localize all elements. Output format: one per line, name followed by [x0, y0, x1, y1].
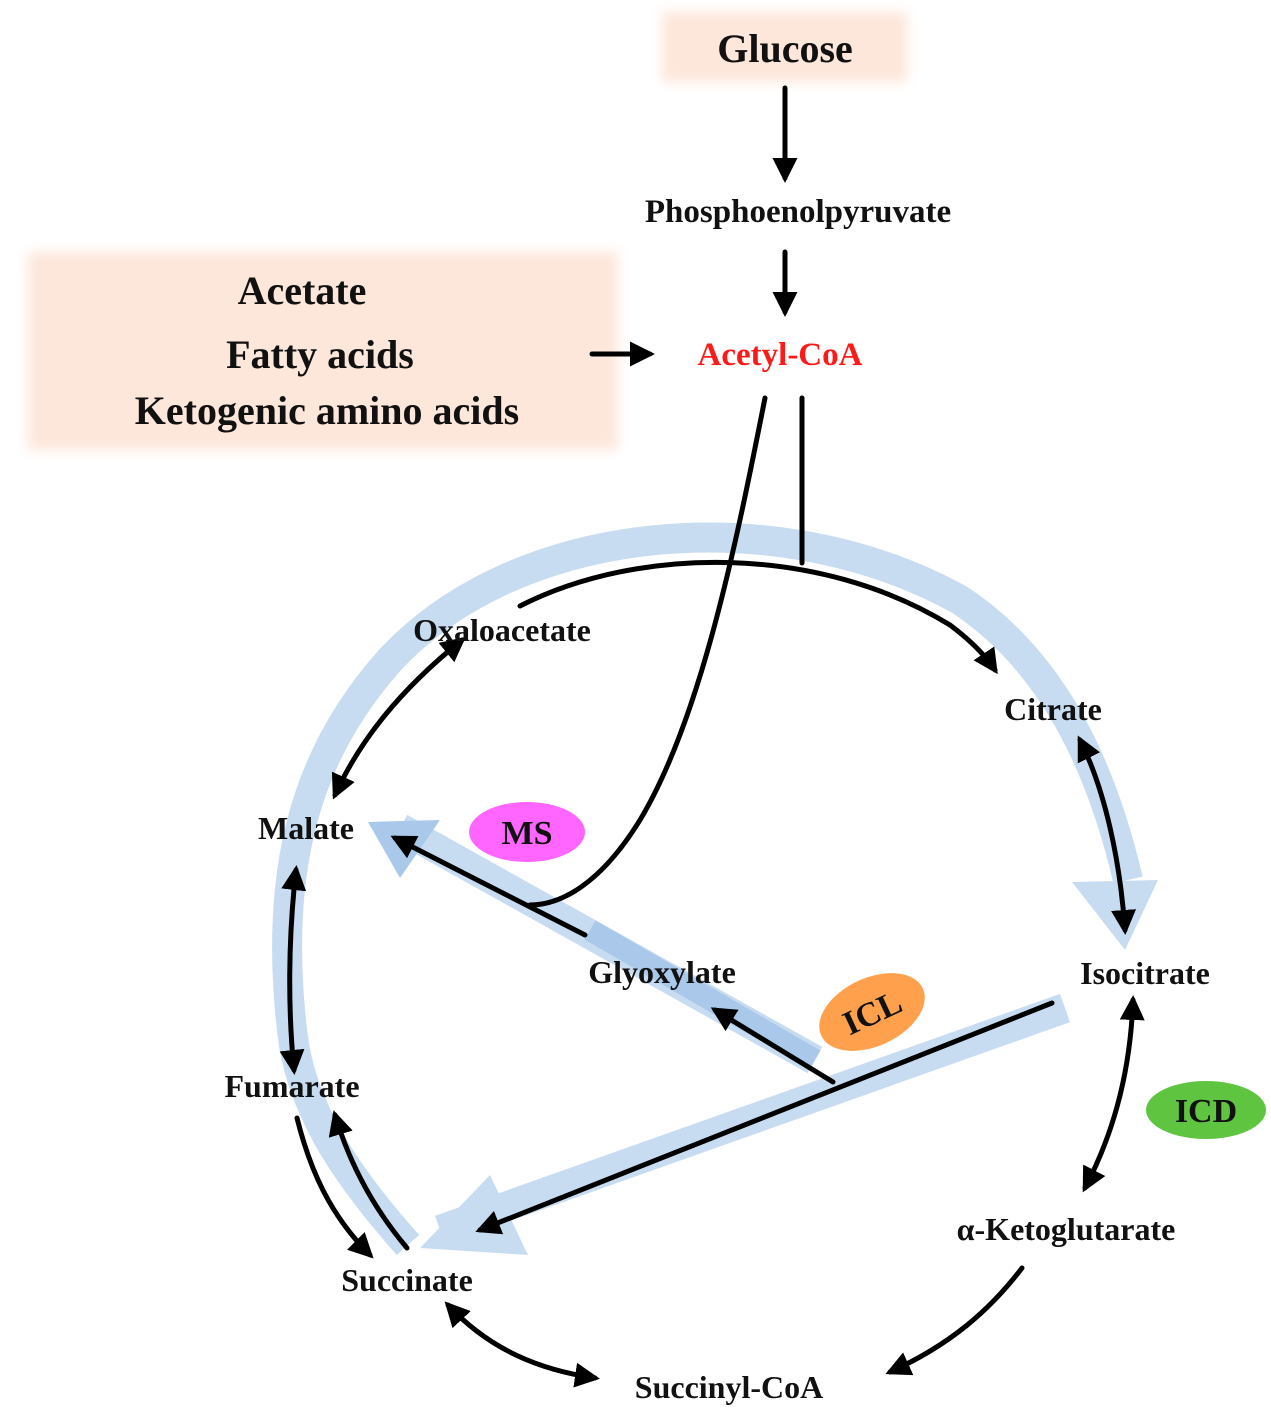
- arrow-isocitrate-akg: [1082, 995, 1145, 1193]
- fumarate-label: Fumarate: [224, 1068, 359, 1104]
- enzyme-ms: MS: [469, 802, 585, 862]
- succinyl-coa-label: Succinyl-CoA: [635, 1369, 823, 1405]
- arrow-oxaloacetate-citrate: [517, 559, 998, 675]
- highlight-glyoxylate-segment: [584, 920, 821, 1070]
- enzyme-icd: ICD: [1146, 1081, 1266, 1139]
- arrow-citrate-isocitrate: [1077, 735, 1137, 935]
- isocitrate-label: Isocitrate: [1080, 955, 1210, 991]
- other-sources-box: [28, 252, 618, 450]
- enzyme-ms-label: MS: [502, 815, 553, 852]
- phosphoenolpyruvate-label: Phosphoenolpyruvate: [645, 194, 951, 230]
- alpha-ketoglutarate-label: α-Ketoglutarate: [957, 1211, 1176, 1247]
- oxaloacetate-label: Oxaloacetate: [413, 612, 591, 648]
- arrow-isocitrate-succinate: [475, 1000, 1055, 1235]
- acetate-label: Acetate: [238, 268, 367, 313]
- succinate-label: Succinate: [341, 1262, 473, 1298]
- arrow-fumarate-succinate: [294, 1115, 374, 1259]
- glucose-label: Glucose: [717, 26, 853, 71]
- glucose-box: [662, 12, 907, 82]
- arrow-icl-glyoxylate: [710, 1007, 836, 1085]
- enzyme-icd-label: ICD: [1175, 1093, 1237, 1130]
- line-acetylcoa-to-ms: [527, 395, 768, 908]
- enzyme-icl: ICL: [819, 973, 925, 1051]
- arrow-oxaloacetate-malate: [331, 636, 466, 800]
- arrow-succinate-fumarate: [328, 1110, 410, 1251]
- malate-label: Malate: [258, 810, 354, 846]
- glyoxylate-label: Glyoxylate: [588, 954, 736, 990]
- acetyl-coa-label: Acetyl-CoA: [698, 337, 863, 373]
- highlight-arrowhead-succinate: [420, 1175, 528, 1255]
- highlight-arrowhead-isocitrate: [1072, 880, 1158, 950]
- ketogenic-amino-acids-label: Ketogenic amino acids: [135, 388, 519, 433]
- arrow-succinate-succinylcoa: [444, 1301, 600, 1388]
- fatty-acids-label: Fatty acids: [226, 332, 414, 377]
- citrate-label: Citrate: [1004, 691, 1102, 727]
- arrow-malate-fumarate: [279, 865, 307, 1075]
- arrow-glyoxylate-malate: [390, 835, 588, 938]
- arrow-akg-succinylcoa: [885, 1265, 1025, 1376]
